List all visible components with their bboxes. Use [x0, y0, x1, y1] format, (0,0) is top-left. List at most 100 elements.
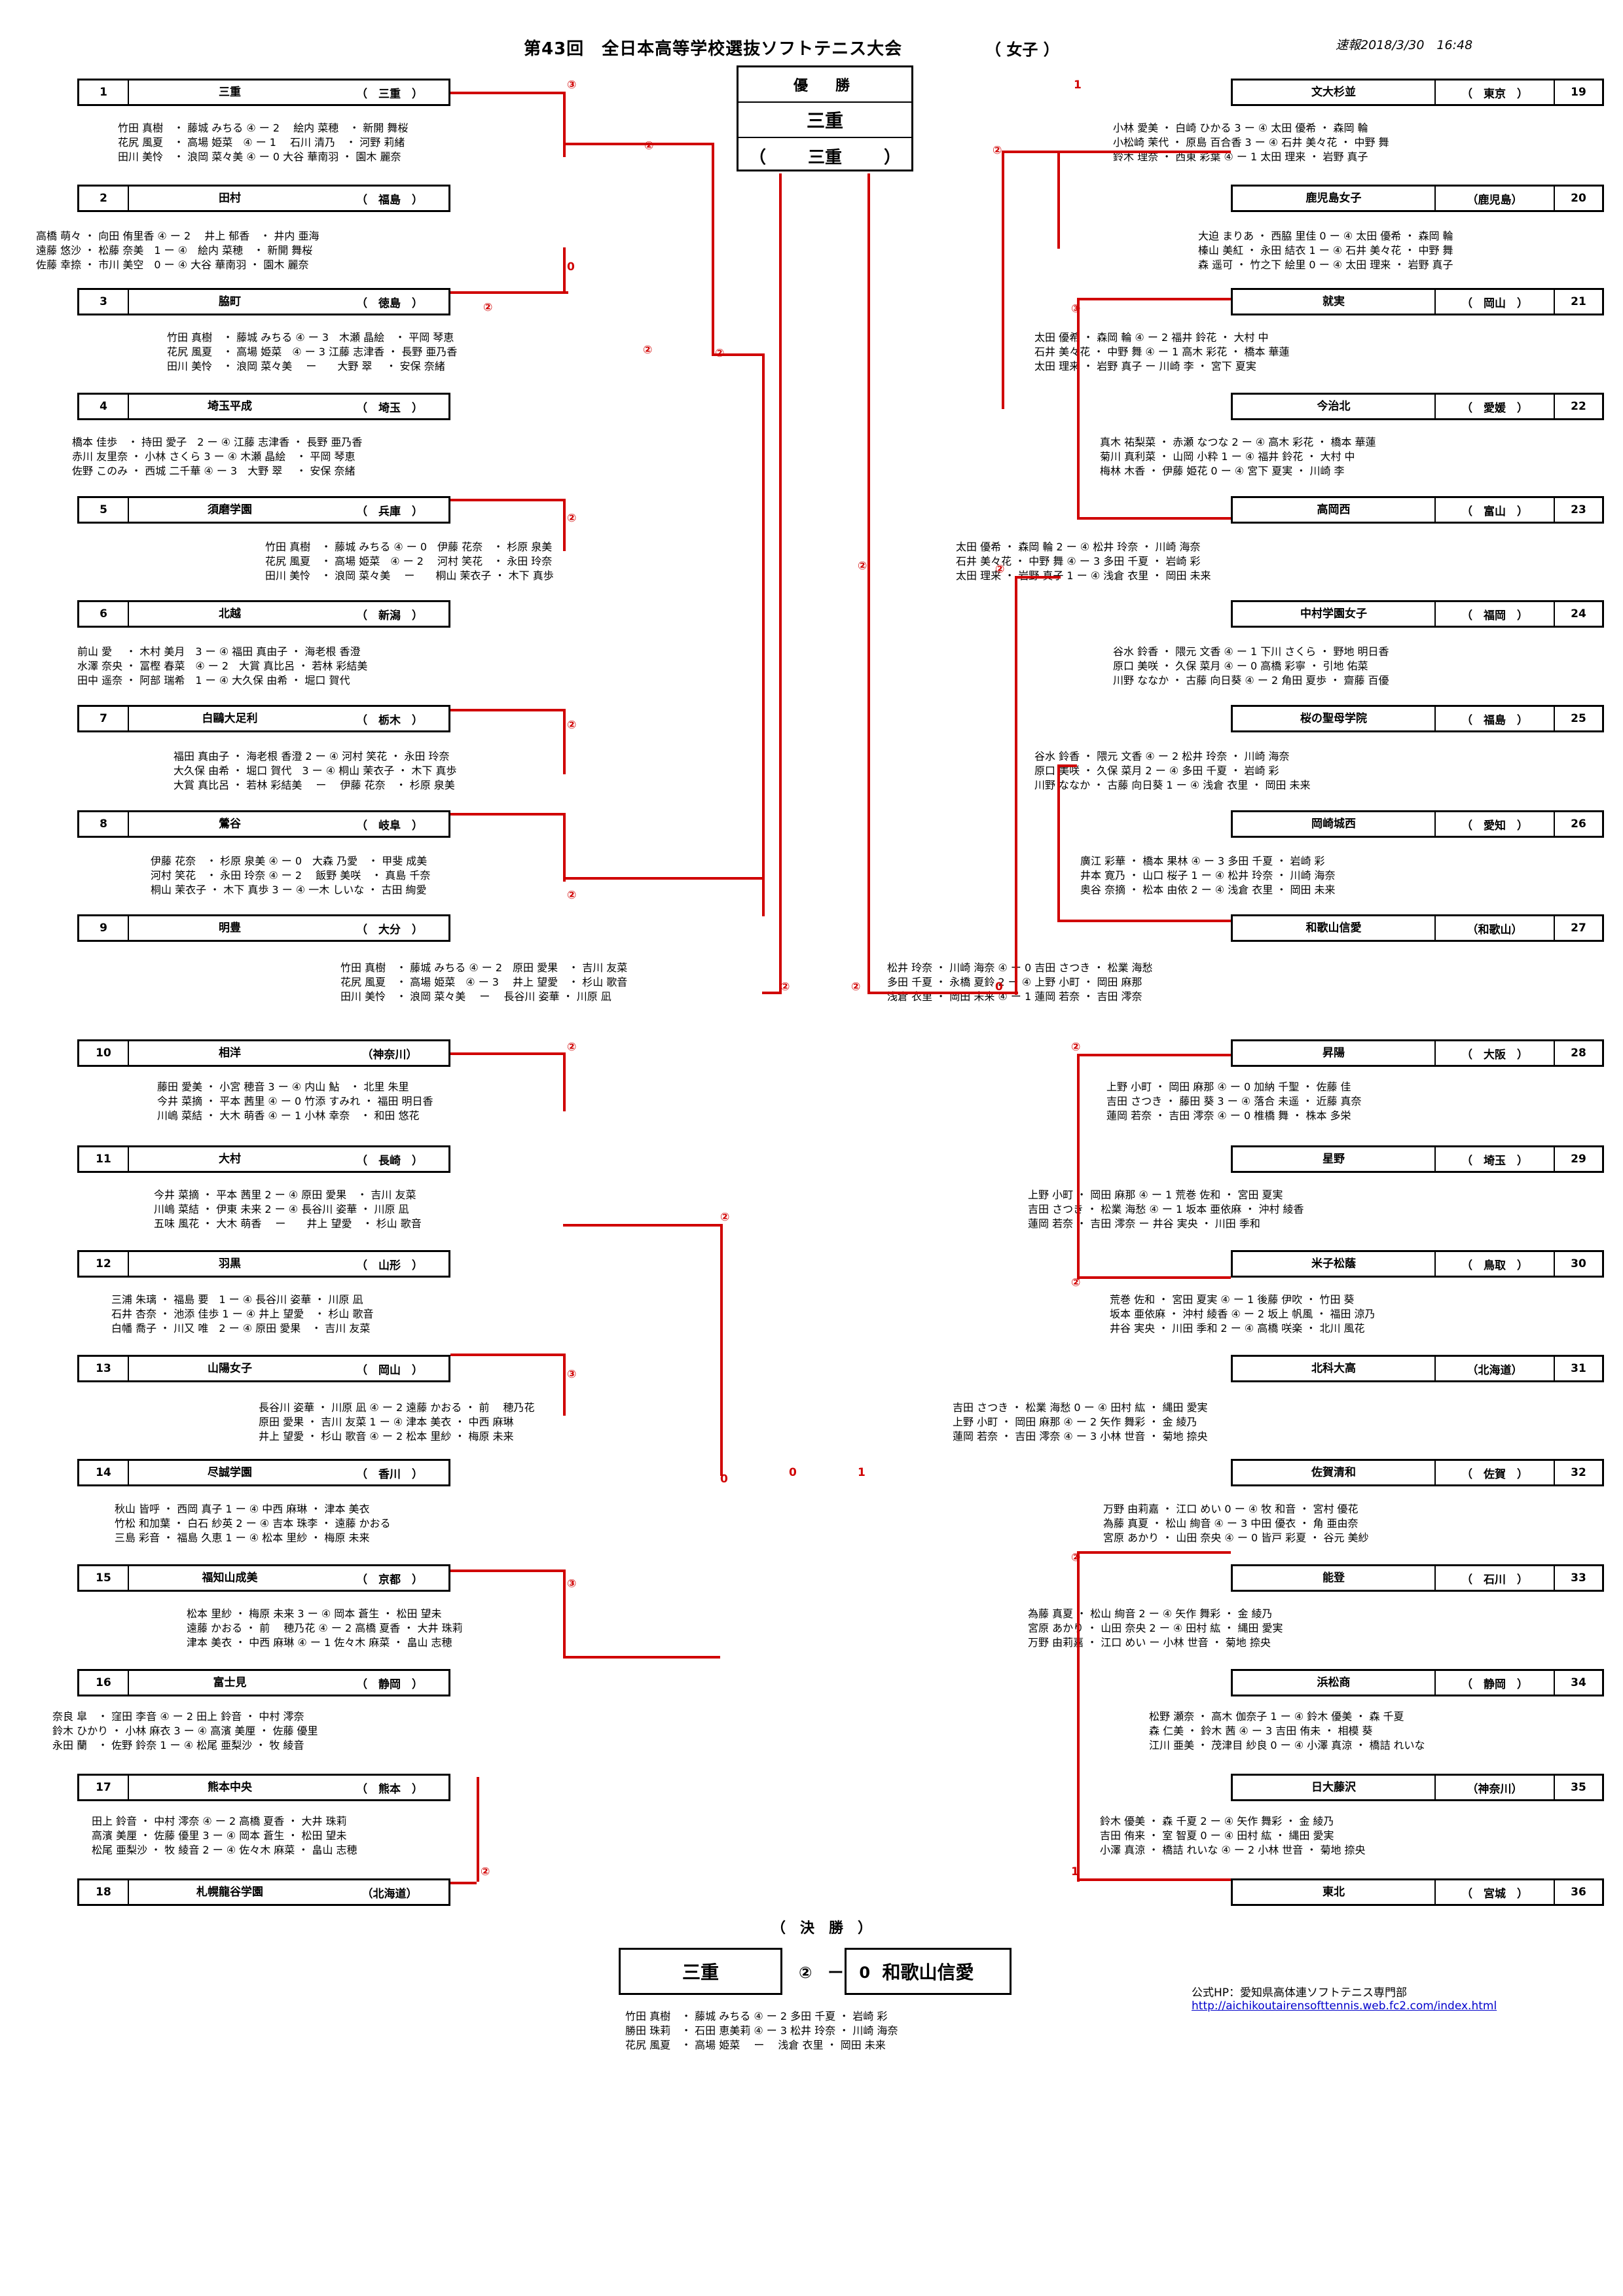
- team-num: 3: [100, 295, 107, 308]
- match-result: 松井 玲奈 ・ 川崎 海奈 ④ ー 0 吉田 さつき ・ 松業 海愁多田 千夏 …: [887, 961, 1153, 1004]
- bracket-line: [563, 877, 714, 880]
- team-pref: （ 岡山 ）: [356, 1363, 423, 1377]
- team-pref: （ 福岡 ）: [1461, 609, 1528, 622]
- match-result: 長谷川 姿華 ・ 川原 凪 ④ ー 2 遠藤 かおる ・ 前 穂乃花原田 愛果 …: [259, 1401, 535, 1444]
- bracket-line: [563, 709, 566, 774]
- match-row: 宮原 あかり ・ 山田 奈央 2 ー ④ 田村 紘 ・ 縄田 愛実: [1028, 1622, 1283, 1634]
- team-num: 25: [1554, 707, 1602, 730]
- bracket-line: [1077, 517, 1231, 520]
- round-score: ②: [483, 301, 493, 314]
- match-row: 松井 玲奈 ・ 川崎 海奈 ④ ー 0 吉田 さつき ・ 松業 海愁: [887, 961, 1153, 974]
- bracket-line: [477, 1777, 479, 1882]
- final-score: ② ー 0: [799, 1964, 871, 1982]
- team-num: 27: [1554, 916, 1602, 940]
- match-result: 万野 由莉嘉 ・ 江口 めい 0 ー ④ 牧 和音 ・ 宮村 優花為藤 真夏 ・…: [1103, 1502, 1369, 1545]
- match-row: 榛山 美紅 ・ 永田 結衣 1 ー ④ 石井 美々花 ・ 中野 舞: [1198, 244, 1453, 257]
- match-row: 佐藤 幸捺 ・ 市川 美空 0 ー ④ 大谷 華南羽 ・ 園木 麗奈: [36, 259, 309, 271]
- match-row: 花尻 風夏 ・ 高場 姫菜 ④ ー 2 河村 笑花 ・ 永田 玲奈: [265, 555, 553, 567]
- team-pref: （ 宮城 ）: [1461, 1887, 1528, 1901]
- team-pref: （ 岡山 ）: [1461, 296, 1528, 310]
- team-num: 32: [1554, 1461, 1602, 1484]
- final-left-team: 三重: [619, 1948, 782, 1995]
- match-result: 為藤 真夏 ・ 松山 絢音 2 ー ④ 矢作 舞彩 ・ 金 綾乃宮原 あかり ・…: [1028, 1607, 1283, 1650]
- match-row: 今井 菜摘 ・ 平本 茜里 ④ ー 0 竹添 すみれ ・ 福田 明日香: [157, 1095, 433, 1107]
- match-result: 真木 祐梨菜 ・ 赤瀬 なつな 2 ー ④ 高木 彩花 ・ 橋本 華蓮菊川 真利…: [1100, 435, 1376, 478]
- match-result: 竹田 真樹 ・ 藤城 みちる ④ ー 0 伊藤 花奈 ・ 杉原 泉美花尻 風夏 …: [265, 540, 554, 583]
- match-row: 竹田 真樹 ・ 藤城 みちる ④ ー 2 絵内 菜穂 ・ 新開 舞桜: [118, 122, 409, 134]
- match-row: 遠藤 かおる ・ 前 穂乃花 ④ ー 2 高橋 夏香 ・ 大井 珠莉: [187, 1622, 463, 1634]
- match-row: 松尾 亜梨沙 ・ 牧 綾音 2 ー ④ 佐々木 麻菜 ・ 畠山 志穂: [92, 1844, 357, 1856]
- team-pref: （ 大分 ）: [356, 923, 423, 937]
- match-result: 太田 優希 ・ 森岡 輪 ④ ー 2 福井 鈴花 ・ 大村 中石井 美々花 ・ …: [1034, 331, 1290, 374]
- team-pref: （ 三重 ）: [356, 87, 423, 101]
- round-score: 0: [720, 1473, 728, 1486]
- page-title: 第43回 全日本高等学校選抜ソフトテニス大会: [524, 39, 903, 59]
- team-name: 鹿児島女子: [1233, 187, 1436, 210]
- team-name: 大村: [128, 1147, 331, 1171]
- match-row: 橋本 佳歩 ・ 持田 愛子 2 ー ④ 江藤 志津香 ・ 長野 亜乃香: [72, 436, 363, 448]
- team-pref: （ 静岡 ）: [1461, 1677, 1528, 1691]
- team-pref: （ 兵庫 ）: [356, 505, 423, 518]
- match-row: 上野 小町 ・ 岡田 麻那 ④ ー 1 荒巻 佐和 ・ 宮田 夏実: [1028, 1189, 1283, 1201]
- team-num: 21: [1554, 290, 1602, 314]
- team-name: 中村学園女子: [1233, 602, 1436, 626]
- match-row: 吉田 さつき ・ 藤田 葵 3 ー ④ 落合 未遥 ・ 近藤 真奈: [1106, 1095, 1362, 1107]
- bracket-line: [450, 499, 565, 501]
- match-row: 万野 由莉嘉 ・ 江口 めい ー 小林 世音 ・ 菊地 捺央: [1028, 1636, 1271, 1649]
- team-num: 4: [100, 400, 107, 413]
- team-pref: （ 佐賀 ）: [1461, 1467, 1528, 1481]
- team-pref: （ 福島 ）: [356, 193, 423, 207]
- match-row: 坂本 亜依麻 ・ 沖村 綾香 ④ ー 2 坂上 帆風 ・ 福田 涼乃: [1110, 1308, 1376, 1320]
- round-score: ②: [644, 139, 654, 152]
- footer-link[interactable]: http://aichikoutairensofttennis.web.fc2.…: [1192, 2000, 1497, 2013]
- round-score: ②: [481, 1865, 490, 1878]
- team-num: 30: [1554, 1252, 1602, 1276]
- team-name: 三重: [128, 81, 331, 104]
- team-pref: （ 岐阜 ）: [356, 819, 423, 833]
- round-score: ②: [1071, 1276, 1081, 1289]
- bracket-line: [867, 173, 870, 992]
- team-num: 35: [1554, 1776, 1602, 1799]
- team-pref: （ 熊本 ）: [356, 1782, 423, 1796]
- round-score: ③: [1071, 302, 1081, 315]
- team-pref: （ 徳島 ）: [356, 296, 423, 310]
- match-row: 宮原 あかり ・ 山田 奈央 ④ ー 0 皆戸 彩夏 ・ 谷元 美紗: [1103, 1532, 1369, 1544]
- bracket-line: [1077, 1878, 1231, 1881]
- team-num: 22: [1554, 395, 1602, 418]
- round-score: ③: [567, 1577, 577, 1590]
- match-row: 水澤 奈央 ・ 冨樫 春菜 ④ ー 2 大賞 真比呂 ・ 若林 彩結美: [77, 660, 368, 672]
- team-name: 和歌山信愛: [1233, 916, 1436, 940]
- team-name: 文大杉並: [1233, 81, 1436, 104]
- team-name: 浜松商: [1233, 1671, 1436, 1695]
- bracket-line: [1002, 151, 1061, 153]
- match-row: 上野 小町 ・ 岡田 麻那 ④ ー 0 加納 千聖 ・ 佐藤 佳: [1106, 1081, 1351, 1093]
- team-num: 15: [96, 1571, 111, 1585]
- team-name: 富士見: [128, 1671, 331, 1695]
- match-row: 吉田 さつき ・ 松業 海愁 0 ー ④ 田村 紘 ・ 縄田 愛実: [953, 1401, 1208, 1414]
- team-name: 就実: [1233, 290, 1436, 314]
- team-num: 16: [96, 1676, 111, 1689]
- match-row: 赤川 友里奈 ・ 小林 さくら 3 ー ④ 木瀬 晶絵 ・ 平岡 琴恵: [72, 450, 356, 463]
- footer: 公式HP：愛知県高体連ソフトテニス専門部 http://aichikoutair…: [1192, 1983, 1497, 2013]
- match-row: 太田 理来 ・ 岩野 真子 ー 川崎 李 ・ 宮下 夏実: [1034, 360, 1256, 372]
- team-name: 須磨学園: [128, 498, 331, 522]
- team-name: 羽黒: [128, 1252, 331, 1276]
- round-score: 1: [858, 1466, 866, 1479]
- team-num: 24: [1554, 602, 1602, 626]
- match-result: 奈良 皐 ・ 窪田 李音 ④ ー 2 田上 鈴音 ・ 中村 澪奈鈴木 ひかり ・…: [52, 1710, 318, 1753]
- division-label: （ 女子 ）: [985, 41, 1059, 59]
- champion-pref: 三重: [807, 147, 842, 168]
- bracket-line: [1015, 576, 1061, 579]
- round-score: ②: [995, 563, 1005, 576]
